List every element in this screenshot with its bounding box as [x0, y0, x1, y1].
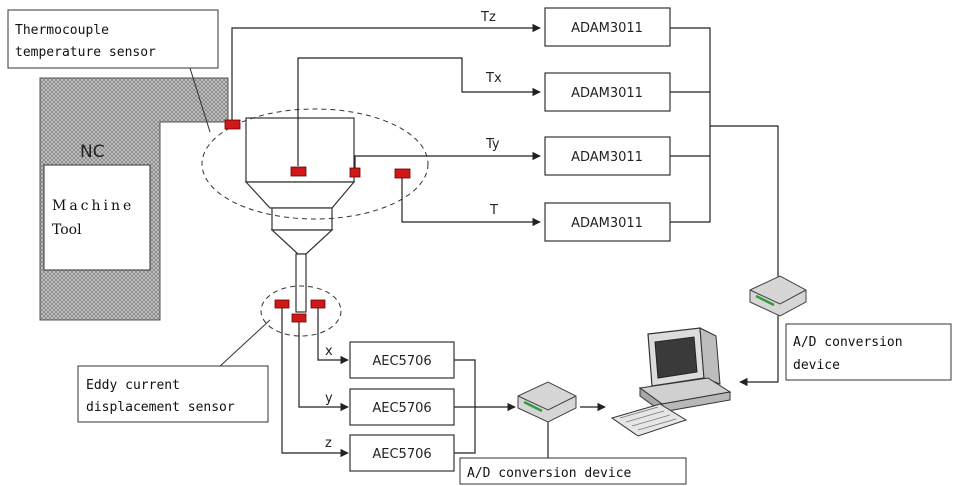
spindle [244, 117, 356, 313]
signal-t-label: T [489, 203, 498, 218]
adam-modules: ADAM3011 Tz ADAM3011 Tx ADAM3011 Ty ADAM… [480, 7, 671, 242]
aec-module-x-label: AEC5706 [372, 354, 431, 369]
signal-tx-label: Tx [485, 71, 502, 86]
eddy-callout: Eddy current displacement sensor [77, 365, 269, 423]
aec-module-z-label: AEC5706 [372, 447, 431, 462]
ad-device-bottom-icon [517, 381, 577, 423]
ad-right-callout-line-1: A/D conversion [793, 335, 903, 350]
aec-module-z: AEC5706 z [325, 434, 455, 472]
ad-bottom-callout: A/D conversion device [459, 457, 687, 485]
sensor-t [394, 168, 411, 179]
aec-module-x: AEC5706 x [325, 341, 455, 379]
adam-module-t: ADAM3011 T [489, 202, 671, 242]
sensor-eddy-z [274, 299, 290, 309]
thermocouple-region [201, 108, 429, 220]
adam-module-tz: ADAM3011 Tz [480, 7, 671, 47]
adam-module-tx: ADAM3011 Tx [485, 71, 671, 112]
sensor-ty [349, 167, 361, 178]
signal-y-label: y [325, 391, 333, 406]
ad-bottom-callout-label: A/D conversion device [467, 466, 632, 481]
thermocouple-leader [189, 67, 211, 133]
adam-module-ty-label: ADAM3011 [571, 150, 643, 165]
aec-modules: AEC5706 x AEC5706 y AEC5706 z [325, 341, 455, 472]
machine-tool-label-2: Tool [52, 222, 82, 238]
aec-module-y-label: AEC5706 [372, 401, 431, 416]
adam-module-tz-label: ADAM3011 [571, 21, 643, 36]
ad-device-right-icon [749, 275, 807, 317]
nc-label: NC [80, 142, 105, 162]
eddy-leader [217, 319, 271, 369]
ad-right-callout-line-2: device [793, 358, 840, 373]
sensor-eddy-x [310, 299, 326, 309]
computer-icon [610, 327, 732, 437]
sensor-tz [224, 119, 241, 130]
thermocouple-callout-line-2: temperature sensor [15, 45, 156, 60]
thermocouple-callout-line-1: Thermocouple [15, 23, 109, 38]
displacement-wiring [281, 305, 606, 460]
eddy-callout-line-2: displacement sensor [86, 400, 235, 415]
sensor-group [224, 119, 411, 323]
temperature-wiring [231, 23, 779, 387]
adam-module-tx-label: ADAM3011 [571, 86, 643, 101]
signal-ty-label: Ty [485, 137, 500, 152]
machine-tool-label-1: Machine [52, 198, 134, 214]
thermocouple-callout: Thermocouple temperature sensor [7, 9, 219, 69]
eddy-callout-line-1: Eddy current [86, 378, 180, 393]
adam-module-ty: ADAM3011 Ty [485, 136, 671, 176]
signal-tz-label: Tz [480, 10, 496, 25]
signal-z-label: z [325, 436, 332, 451]
ad-right-callout: A/D conversion device [785, 323, 952, 381]
adam-module-t-label: ADAM3011 [571, 216, 643, 231]
sensor-tx [290, 166, 307, 177]
signal-x-label: x [325, 344, 333, 359]
eddy-region [260, 285, 342, 337]
machine-tool-box [43, 164, 151, 271]
aec-module-y: AEC5706 y [325, 388, 455, 426]
sensor-eddy-y [291, 313, 307, 323]
